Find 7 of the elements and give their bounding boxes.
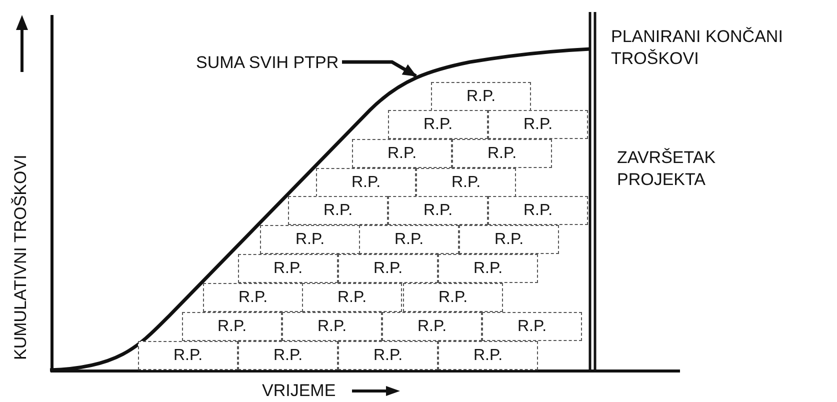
x-axis-label: VRIJEME — [262, 380, 336, 402]
planned-cost-label: PLANIRANI KONČANI TROŠKOVI — [611, 26, 784, 70]
project-end-label: ZAVRŠETAK PROJEKTA — [617, 147, 717, 191]
y-axis-label: KUMULATIVNI TROŠKOVI — [10, 154, 31, 360]
arrow — [342, 60, 417, 78]
cumulative-cost-curve — [50, 47, 590, 372]
curve-label: SUMA SVIH PTPR — [196, 50, 342, 74]
